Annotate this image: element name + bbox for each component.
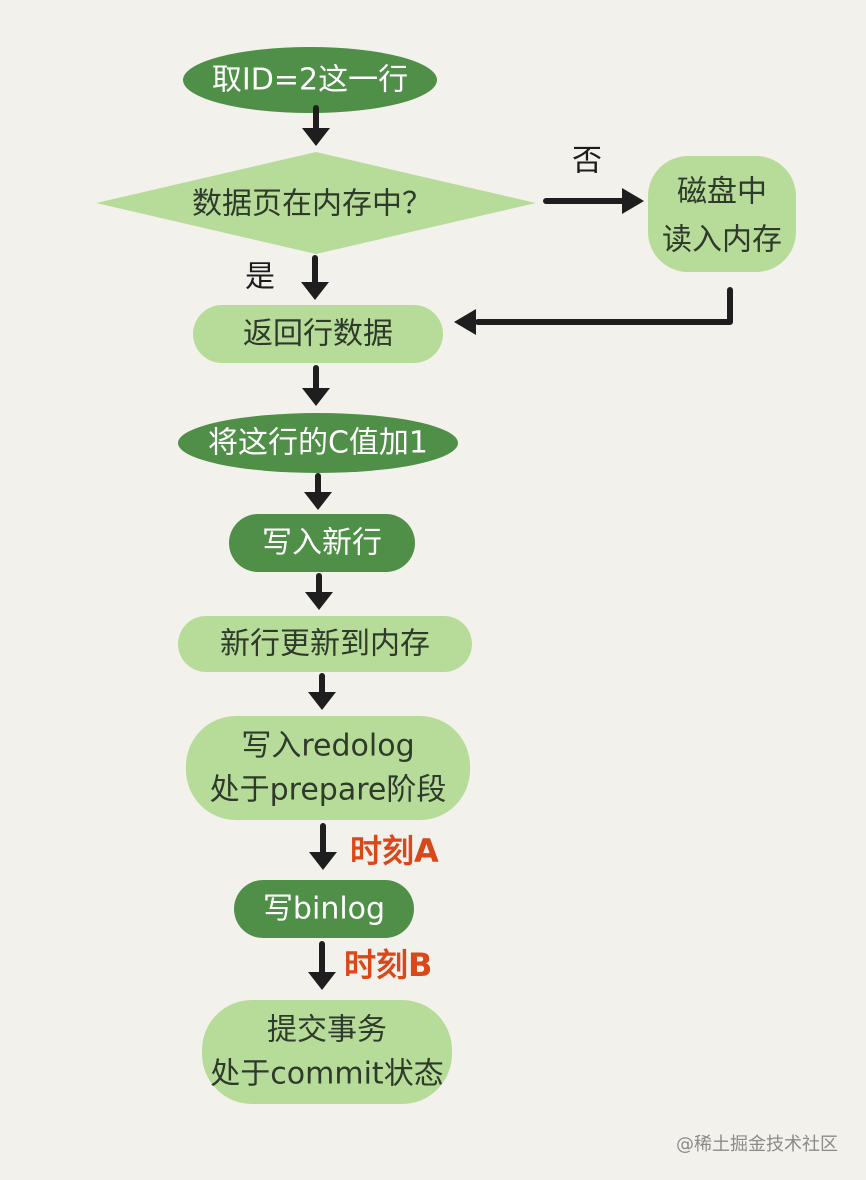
node-disk-read-line1: 磁盘中 (677, 175, 767, 210)
node-disk-read: 磁盘中 读入内存 (648, 156, 796, 272)
watermark: @稀土掘金技术社区 (676, 1134, 838, 1155)
arrow-return-to-increment (302, 365, 330, 406)
node-disk-read-line2: 读入内存 (662, 223, 782, 258)
arrow-redolog-to-binlog (309, 823, 337, 870)
arrow-disk-to-return (454, 287, 733, 335)
node-redolog-prepare: 写入redolog 处于prepare阶段 (186, 716, 470, 820)
arrow-update-to-redolog (308, 673, 336, 710)
node-write-new-row: 写入新行 (229, 514, 415, 572)
node-update-memory: 新行更新到内存 (178, 616, 472, 672)
node-redolog-prepare-line2: 处于prepare阶段 (210, 773, 447, 808)
node-decision-label: 数据页在内存中？ (192, 187, 432, 222)
node-increment-c: 将这行的C值加1 (178, 413, 458, 473)
node-increment-c-label: 将这行的C值加1 (208, 426, 428, 461)
arrow-decision-yes (301, 255, 329, 300)
node-write-binlog: 写binlog (234, 880, 414, 938)
edge-label-yes: 是 (245, 260, 275, 295)
node-write-new-row-label: 写入新行 (262, 526, 382, 561)
time-label-a: 时刻A (350, 832, 439, 870)
node-return-row-label: 返回行数据 (243, 317, 393, 352)
arrow-write-to-update (305, 573, 333, 610)
edge-label-no: 否 (572, 144, 602, 179)
time-label-b: 时刻B (344, 946, 432, 984)
node-return-row: 返回行数据 (193, 305, 443, 363)
node-update-memory-label: 新行更新到内存 (220, 627, 430, 662)
node-commit-line1: 提交事务 (267, 1013, 387, 1048)
node-fetch-row-label: 取ID=2这一行 (212, 63, 408, 98)
node-write-binlog-label: 写binlog (263, 892, 385, 927)
arrow-increment-to-write (304, 473, 332, 510)
arrow-fetch-to-decision (302, 105, 330, 146)
node-commit: 提交事务 处于commit状态 (202, 1000, 452, 1104)
arrow-decision-no (543, 188, 644, 214)
node-redolog-prepare-line1: 写入redolog (241, 729, 414, 764)
node-fetch-row: 取ID=2这一行 (183, 47, 437, 113)
node-commit-line2: 处于commit状态 (210, 1057, 443, 1092)
node-decision-page-in-memory: 数据页在内存中？ (96, 152, 536, 254)
arrow-binlog-to-commit (308, 941, 336, 990)
